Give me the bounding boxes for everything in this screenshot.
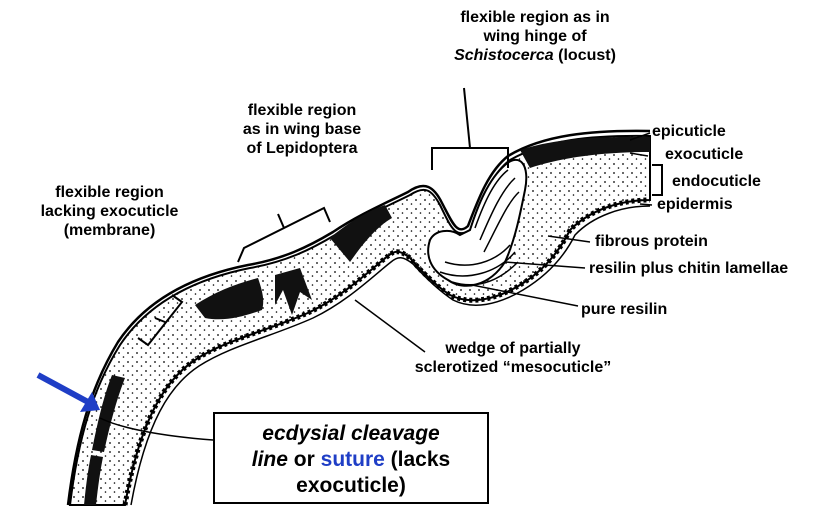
label-wedge: wedge of partially sclerotized “mesocuti…	[398, 339, 628, 377]
label-lepidoptera: flexible region as in wing base of Lepid…	[222, 101, 382, 158]
bracket-locust	[432, 88, 508, 170]
callout-or: or	[294, 448, 315, 471]
label-epidermis: epidermis	[657, 195, 733, 214]
label-exocuticle: exocuticle	[665, 145, 743, 164]
label-membrane: flexible region lacking exocuticle (memb…	[22, 183, 197, 240]
blue-arrow	[38, 375, 88, 402]
callout-lacks: (lacks	[391, 448, 451, 471]
label-locust: flexible region as in wing hinge of Schi…	[420, 8, 650, 65]
callout-ecdysial: ecdysial cleavage	[262, 422, 439, 445]
callout-line: line	[252, 448, 288, 471]
label-endocuticle: endocuticle	[672, 172, 761, 191]
label-locust-common: (locust)	[558, 47, 616, 64]
callout-box: ecdysial cleavage line or suture (lacks …	[213, 412, 489, 504]
label-pure-resilin: pure resilin	[581, 300, 667, 319]
label-epicuticle: epicuticle	[652, 122, 726, 141]
callout-exocuticle: exocuticle)	[296, 474, 406, 497]
label-fibrous-protein: fibrous protein	[595, 232, 708, 251]
label-locust-genus: Schistocerca	[454, 47, 554, 64]
label-resilin-chitin: resilin plus chitin lamellae	[589, 259, 788, 278]
callout-suture: suture	[321, 448, 385, 471]
bracket-endocuticle	[652, 165, 662, 195]
